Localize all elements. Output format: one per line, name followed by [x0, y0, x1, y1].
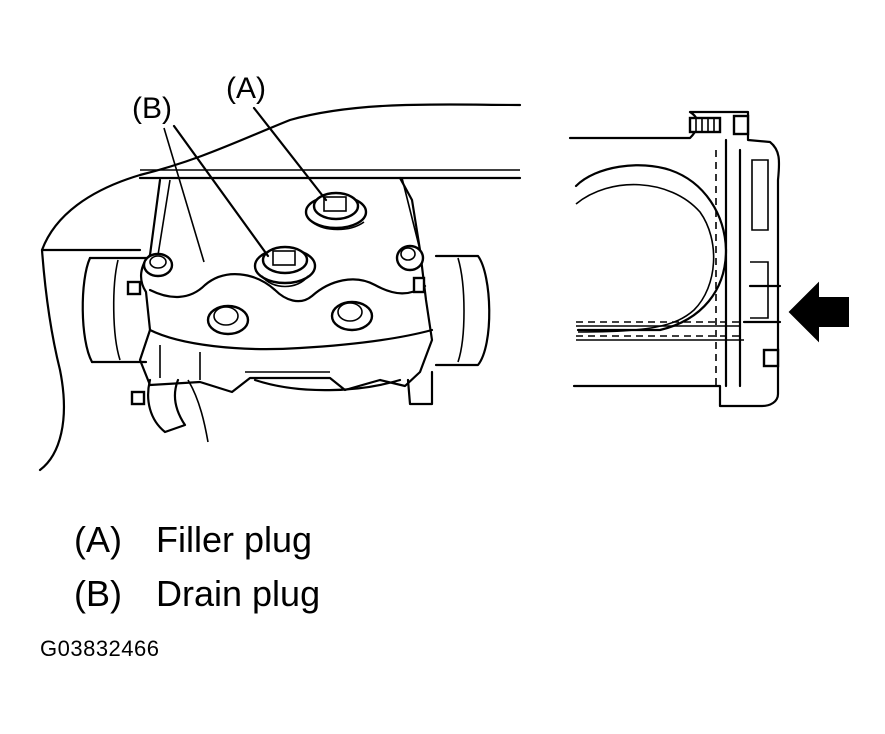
legend-row-drain: (B) Drain plug — [74, 574, 320, 614]
housing-bolt — [206, 304, 250, 336]
legend-label: Drain plug — [156, 573, 321, 614]
side-bolt — [688, 114, 750, 136]
callout-b-label: (B) — [132, 92, 172, 125]
gearbox-left-view: (A) (B) — [38, 72, 522, 472]
housing-bolt — [330, 300, 374, 332]
gearbox-side-view — [568, 110, 782, 408]
housing-bolt — [395, 244, 425, 272]
filler-plug — [304, 191, 368, 231]
figure-id: G03832466 — [40, 636, 160, 661]
legend-key: (A) — [74, 519, 122, 560]
legend-row-filler: (A) Filler plug — [74, 520, 312, 560]
callout-a-leader — [252, 106, 328, 202]
callout-a-label: (A) — [226, 72, 266, 105]
callout-b-leader — [172, 124, 270, 258]
housing-bolt — [142, 252, 174, 278]
arrow-left-icon — [788, 281, 849, 343]
legend-label: Filler plug — [156, 519, 313, 560]
drain-plug — [253, 245, 317, 288]
legend-key: (B) — [74, 573, 122, 614]
housing-bolt — [126, 276, 426, 406]
